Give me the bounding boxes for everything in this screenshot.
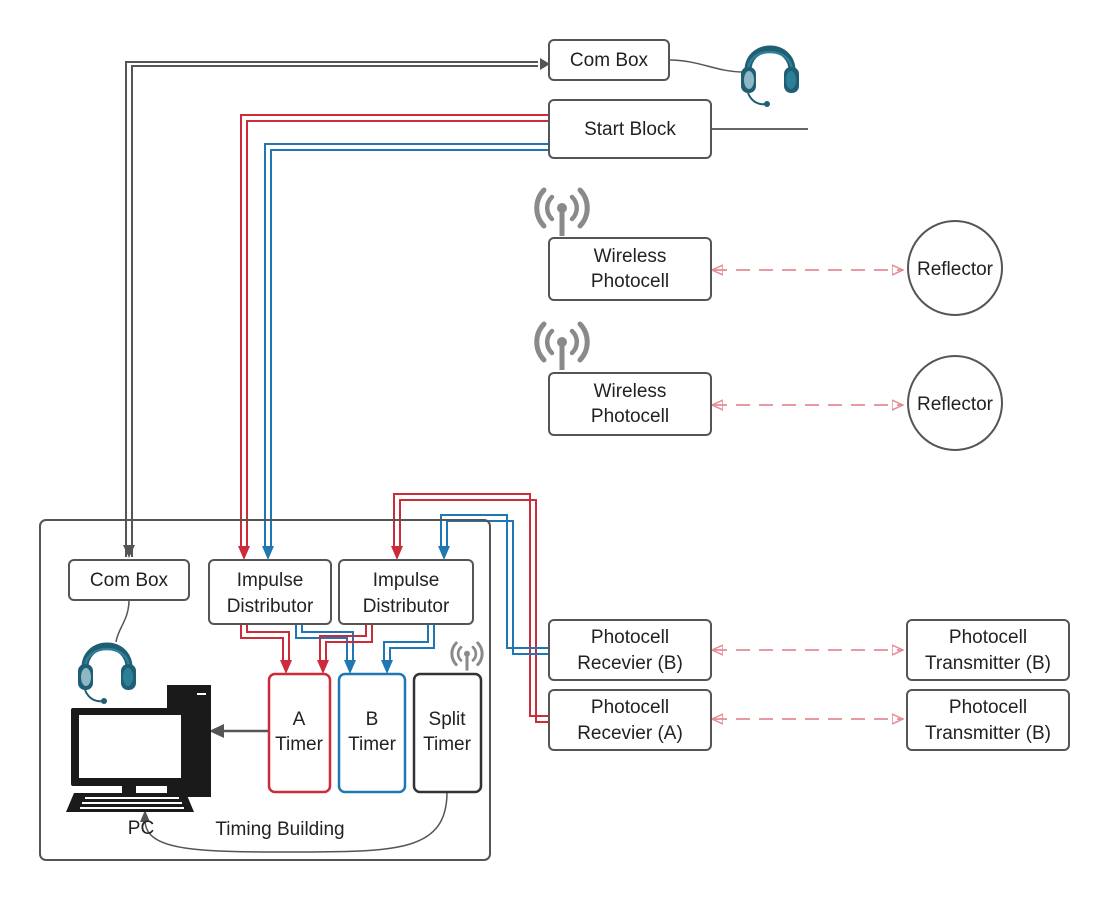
a-timer-line1: A [293,709,306,730]
computer-icon [66,685,211,812]
wireless-photocell-1-line1: Wireless [594,246,667,267]
b-timer-line2: Timer [348,734,397,755]
a-timer-line2: Timer [275,734,324,755]
photocell-receiver-b[interactable]: Photocell Recevier (B) [548,619,712,681]
com-link [123,58,550,560]
antenna-icon [537,190,587,236]
timer-to-pc-link [209,724,268,738]
photocell-receiver-a-line1: Photocell [591,697,669,718]
antenna-icon [450,641,484,673]
wireless-photocell-2[interactable]: Wireless Photocell [548,372,712,436]
com-box-top[interactable]: Com Box [548,39,670,81]
photocell-receiver-b-line2: Recevier (B) [577,653,683,674]
split-to-pc-link [144,791,448,853]
receiver-b-blue-link [438,514,549,655]
start-block-label: Start Block [584,119,676,140]
impulse-distributor-1-line1: Impulse [237,570,304,591]
wireless-photocell-2-line1: Wireless [594,381,667,402]
com-box-inner[interactable]: Com Box [68,559,190,601]
reflector-2-label: Reflector [917,394,994,415]
antenna-icon [537,324,587,370]
reflector-2[interactable]: Reflector [907,355,1003,451]
impulse-distributor-2-line2: Distributor [363,596,450,617]
photocell-transmitter-2[interactable]: Photocell Transmitter (B) [906,689,1070,751]
photocell-receiver-b-line1: Photocell [591,627,669,648]
start-block[interactable]: Start Block [548,99,712,159]
headset-cable-top [668,59,745,73]
b-timer-line1: B [366,709,379,730]
photocell-transmitter-1-line1: Photocell [949,627,1027,648]
split-timer-line2: Timer [423,734,472,755]
pc-label: PC [128,818,154,839]
dist2-outputs [317,624,435,674]
com-box-top-label: Com Box [570,50,649,71]
impulse-distributor-1-line2: Distributor [227,596,314,617]
wireless-photocell-1-line2: Photocell [591,271,669,292]
photocell-transmitter-1-line2: Transmitter (B) [925,653,1051,674]
split-timer-line1: Split [429,709,467,730]
headset-icon [78,646,136,704]
start-blue-link [262,143,549,560]
photocell-transmitter-2-line2: Transmitter (B) [925,723,1051,744]
split-timer[interactable]: Split Timer [412,672,483,794]
start-red-link [238,114,549,560]
wireless-photocell-2-line2: Photocell [591,406,669,427]
a-timer[interactable]: A Timer [267,672,332,794]
headset-cable-inner [115,599,130,643]
headset-icon [741,49,799,107]
impulse-distributor-1[interactable]: Impulse Distributor [208,559,332,625]
timing-building-container [39,519,491,861]
connectors [115,58,902,853]
wireless-photocell-1[interactable]: Wireless Photocell [548,237,712,301]
photocell-transmitter-2-line1: Photocell [949,697,1027,718]
dist1-outputs [240,624,356,674]
reflector-1-label: Reflector [917,259,994,280]
photocell-receiver-a[interactable]: Photocell Recevier (A) [548,689,712,751]
b-timer[interactable]: B Timer [337,672,407,794]
com-box-inner-label: Com Box [90,570,169,591]
photocell-transmitter-1[interactable]: Photocell Transmitter (B) [906,619,1070,681]
photocell-receiver-a-line2: Recevier (A) [577,723,683,744]
impulse-distributor-2[interactable]: Impulse Distributor [338,559,474,625]
reflector-1[interactable]: Reflector [907,220,1003,316]
timing-building-label: Timing Building [215,819,344,840]
impulse-distributor-2-line1: Impulse [373,570,440,591]
receiver-a-red-link [391,493,549,723]
